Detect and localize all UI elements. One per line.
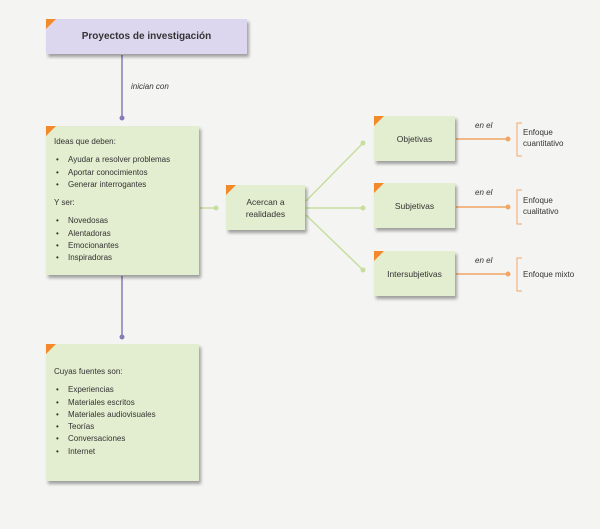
corner-marker — [226, 185, 236, 195]
list-item: Aportar conocimientos — [54, 167, 170, 180]
result-label: Enfoque cualitativo — [523, 196, 559, 216]
result-cualitativo: Enfoque cualitativo — [523, 195, 583, 217]
ideas-list-2: Novedosas Alentadoras Emocionantes Inspi… — [54, 215, 170, 264]
branch-label: Subjetivas — [394, 200, 435, 211]
root-box: Proyectos de investigación — [46, 19, 247, 54]
root-title: Proyectos de investigación — [81, 31, 212, 42]
result-cuantitativo: Enfoque cuantitativo — [523, 127, 583, 149]
connector-label: inician con — [131, 82, 169, 91]
list-item: Novedosas — [54, 215, 170, 228]
list-item: Conversaciones — [54, 433, 156, 446]
list-item: Inspiradoras — [54, 252, 170, 265]
ideas-list: Ayudar a resolver problemas Aportar cono… — [54, 154, 170, 191]
result-mixto: Enfoque mixto — [523, 269, 593, 280]
sources-list: Experiencias Materiales escritos Materia… — [54, 384, 156, 458]
ideas-heading: Ideas que deben: — [54, 137, 116, 146]
sources-content: Cuyas fuentes son: Experiencias Material… — [54, 366, 156, 458]
branch-box-subjetivas: Subjetivas — [374, 183, 455, 228]
branch-label: Objetivas — [396, 133, 433, 144]
list-item: Generar interrogantes — [54, 179, 170, 192]
branch-connector-label: en el — [475, 256, 493, 265]
list-item: Internet — [54, 446, 156, 459]
branch-connector-label: en el — [475, 121, 493, 130]
branch-label: Intersubjetivas — [387, 268, 442, 279]
list-item: Emocionantes — [54, 240, 170, 253]
list-item: Alentadoras — [54, 228, 170, 241]
branch-connector-label: en el — [475, 188, 493, 197]
result-label: Enfoque mixto — [523, 270, 575, 279]
ideas-content: Ideas que deben: Ayudar a resolver probl… — [54, 136, 170, 265]
result-label: Enfoque cuantitativo — [523, 128, 564, 148]
corner-marker — [46, 126, 56, 136]
center-label: Acercan a realidades — [245, 196, 286, 219]
ideas-heading-2: Y ser: — [54, 198, 75, 208]
center-box: Acercan a realidades — [226, 185, 305, 230]
corner-marker — [374, 251, 384, 261]
corner-marker — [374, 116, 384, 126]
sources-heading: Cuyas fuentes son: — [54, 367, 123, 376]
list-item: Ayudar a resolver problemas — [54, 154, 170, 167]
corner-marker — [46, 19, 56, 29]
corner-marker — [46, 344, 56, 354]
branch-box-objetivas: Objetivas — [374, 116, 455, 161]
branch-box-intersubjetivas: Intersubjetivas — [374, 251, 455, 296]
list-item: Materiales escritos — [54, 397, 156, 410]
list-item: Experiencias — [54, 384, 156, 397]
ideas-box: Ideas que deben: Ayudar a resolver probl… — [46, 126, 199, 275]
sources-box: Cuyas fuentes son: Experiencias Material… — [46, 344, 199, 481]
list-item: Materiales audiovisuales — [54, 409, 156, 422]
list-item: Teorías — [54, 421, 156, 434]
corner-marker — [374, 183, 384, 193]
